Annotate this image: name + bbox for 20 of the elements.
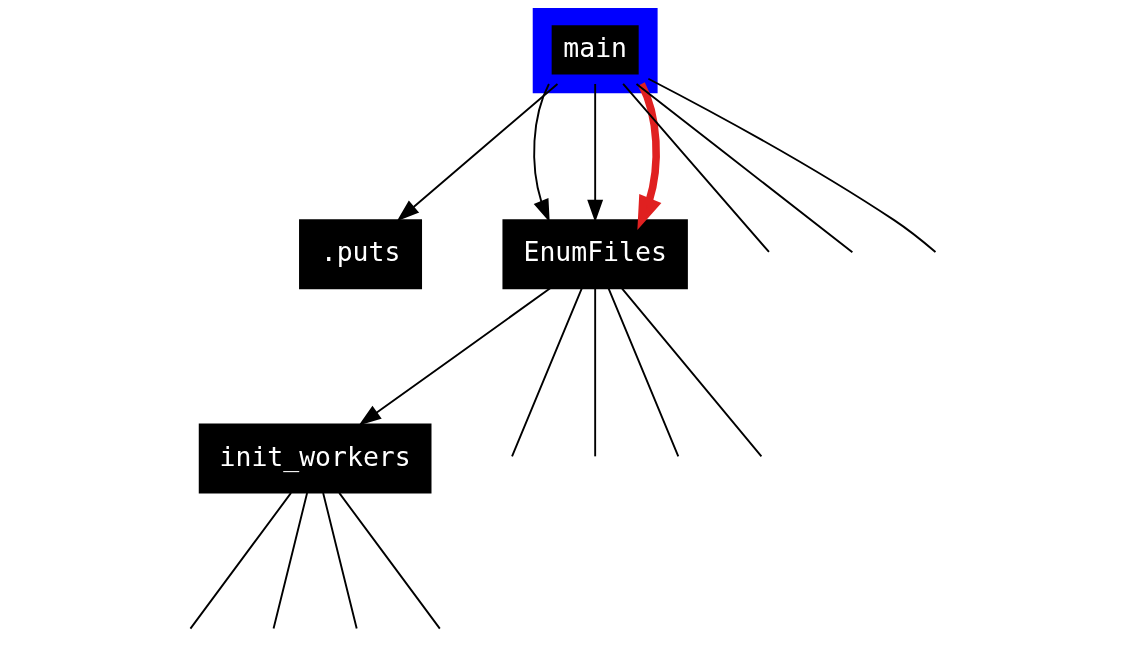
connector xyxy=(272,491,308,630)
connector xyxy=(337,491,441,630)
connector xyxy=(321,491,358,630)
connector xyxy=(510,287,583,458)
arrow xyxy=(532,83,550,223)
node-box: main xyxy=(532,8,658,94)
connector xyxy=(607,287,679,458)
connector xyxy=(189,491,292,630)
node-box: EnumFiles xyxy=(501,219,688,290)
node-box: init_workers xyxy=(198,423,431,494)
connector xyxy=(593,287,596,458)
arrow xyxy=(586,83,603,223)
connector xyxy=(620,287,762,458)
arrow xyxy=(358,287,551,426)
connector xyxy=(621,83,770,253)
connector xyxy=(646,77,936,254)
arrow xyxy=(396,83,558,222)
connector xyxy=(635,83,853,254)
node-box: .puts xyxy=(298,219,422,290)
arrow xyxy=(636,82,661,231)
